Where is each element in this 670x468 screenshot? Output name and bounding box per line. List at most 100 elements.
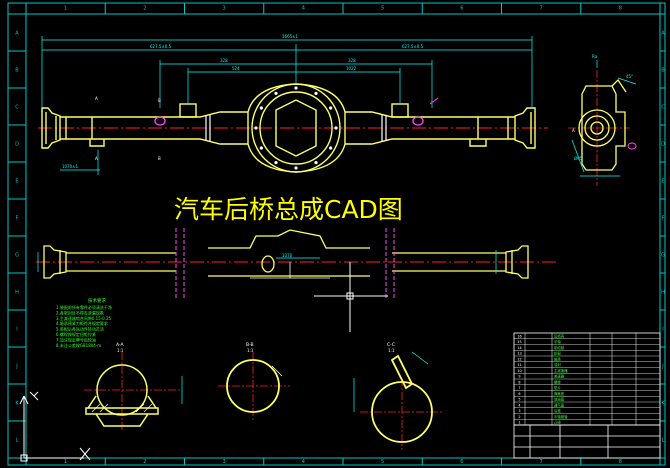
side-flange [578, 109, 616, 147]
parts-row-no: 4 [518, 403, 520, 407]
parts-row-name: 差速器 [554, 374, 565, 379]
border-row-label: I [16, 327, 17, 333]
parts-row-no: 16 [517, 334, 521, 338]
border-row-label: J [15, 364, 17, 370]
dim-left-outer: 627.5±0.5 [150, 44, 172, 49]
top-dimensions [41, 36, 533, 175]
dim-inner-a: 328 [220, 58, 228, 63]
parts-row-name: 放油塞 [554, 397, 565, 402]
parts-row-name: 主减速器 [554, 368, 568, 373]
cover-bolt [314, 161, 318, 165]
right-hub [514, 107, 536, 149]
border-col-label: 6 [460, 459, 463, 465]
parts-row-no: 13 [517, 352, 521, 356]
border-col-label: 1 [64, 6, 67, 12]
parts-row-no: 15 [517, 340, 521, 344]
note-line: 8.未注公差按GB1804-m [56, 342, 101, 348]
side-section-mark: A [572, 128, 575, 133]
dim-overall: 1665±1 [282, 34, 299, 39]
notes-title: 技术要求 [88, 297, 106, 304]
section-b-b-sub: 1:1 [247, 348, 254, 353]
section-mark-a-top: A [95, 96, 98, 101]
breather-marker [412, 116, 424, 126]
section-c-c: C-C 1:1 [353, 342, 444, 450]
parts-row-name: 半轴 [554, 339, 561, 344]
section-c-c-bracket [390, 354, 414, 390]
border-col-label: 3 [223, 6, 226, 12]
border-col-label: 6 [460, 6, 463, 12]
border-row-label: C [661, 105, 665, 111]
border-row-label: L [16, 438, 19, 444]
side-dim-angle: 45° [626, 74, 633, 79]
border-col-label: 5 [381, 6, 384, 12]
note-line: 1.装配前所有零件必须清洗干净 [56, 304, 112, 310]
section-a-a-sub: 1:1 [117, 348, 124, 353]
parts-row-no: 11 [517, 363, 521, 367]
parts-row-no: 5 [518, 398, 520, 402]
note-line: 4.轴承预紧力矩符合规定要求 [56, 320, 108, 326]
ucs-icon [19, 391, 91, 462]
note-line: 3.主减速器啮合间隙0.15-0.25 [56, 315, 112, 321]
border-row-label: K [661, 401, 665, 407]
parts-row-no: 1 [518, 421, 520, 425]
section-b-b-tube [226, 359, 280, 413]
border-col-label: 3 [223, 459, 226, 465]
border-col-label: 7 [540, 459, 543, 465]
drawing-title: 汽车后桥总成CAD图 [174, 195, 403, 224]
border-row-label: D [15, 142, 19, 148]
parts-row-no: 2 [518, 415, 520, 419]
border-col-label: 2 [143, 459, 146, 465]
section-a-a-label: A-A [116, 342, 125, 348]
border-col-label: 2 [143, 6, 146, 12]
notes-lines: 1.装配前所有零件必须清洗干净2.各密封处不得有渗漏现象3.主减速器啮合间隙0.… [56, 304, 112, 348]
note-line: 6.螺栓按规定扭矩拧紧 [56, 331, 96, 337]
parts-row-name: 凸缘 [554, 420, 561, 425]
border-col-label: 1 [64, 459, 67, 465]
cover-bolt [274, 161, 278, 165]
banjo-housing [247, 83, 346, 173]
note-line: 7.加注规定牌号齿轮油 [56, 336, 96, 342]
parts-row-name: 螺栓 [554, 379, 561, 384]
parts-row-no: 6 [518, 392, 520, 396]
border-col-label: 8 [619, 6, 622, 12]
title-block [513, 424, 661, 459]
dim-inner-b: 328 [348, 58, 356, 63]
parts-row-name: 轮毂 [554, 351, 561, 356]
plan-housing [208, 229, 370, 277]
border-row-label: D [661, 142, 665, 148]
parts-row-no: 3 [518, 409, 520, 413]
parts-row-no: 9 [518, 375, 520, 379]
parts-row-name: 通气塞 [554, 402, 565, 407]
drain-plug-marker [154, 116, 166, 126]
note-line: 2.各密封处不得有渗漏现象 [56, 309, 104, 315]
section-mark-a-bottom: A [95, 156, 98, 161]
cover-bolt [334, 126, 338, 130]
cover-bolt [329, 146, 333, 150]
left-hub [41, 107, 61, 149]
cover-bolt [254, 126, 258, 130]
cover-bolt [329, 106, 333, 110]
section-c-c-label: C-C [387, 342, 395, 348]
parts-row-name: 油封 [554, 362, 561, 367]
plan-drain [261, 255, 275, 273]
border-col-label: 7 [540, 6, 543, 12]
parts-row-name: 后盖 [554, 408, 561, 413]
axle-side-view: Ra 45° Ø95 A [568, 54, 637, 186]
section-a-a-seat [85, 395, 159, 427]
border-row-label: G [661, 253, 665, 259]
parts-row-name: 制动鼓 [554, 345, 565, 350]
parts-row-name: 后桥壳 [554, 333, 565, 338]
border-row-label: E [15, 179, 18, 185]
section-mark-b-top: B [158, 98, 161, 103]
plan-left-hub [43, 245, 67, 279]
dim-inner-d: 1022 [346, 66, 357, 71]
border-col-label: 5 [381, 459, 384, 465]
parts-row-name: 半轴套管 [554, 414, 568, 419]
border-col-label: 4 [302, 6, 305, 12]
cover-bolt [259, 146, 263, 150]
